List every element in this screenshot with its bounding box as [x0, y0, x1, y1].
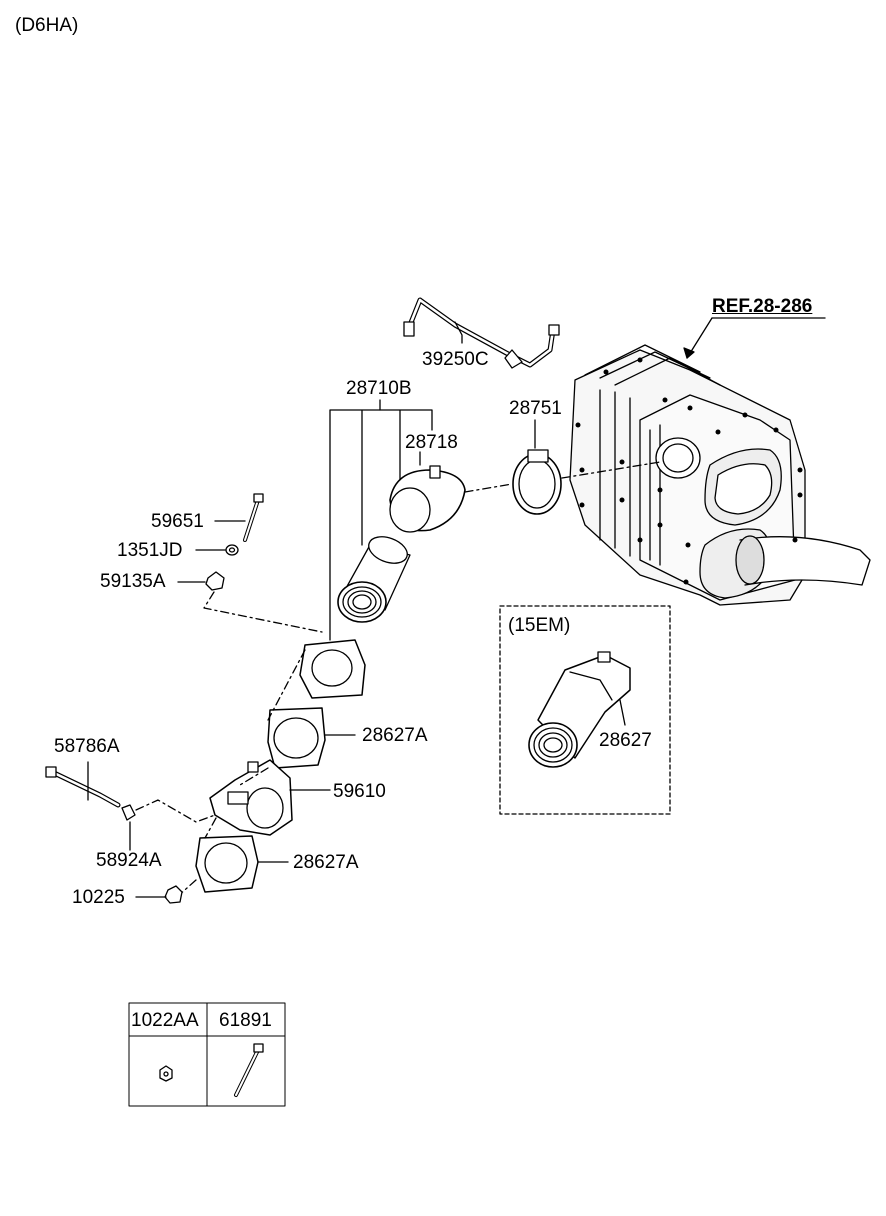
nut-icon [159, 1065, 173, 1082]
fitting-58924a [121, 804, 136, 821]
label-28627a-lower: 28627A [293, 852, 359, 873]
label-28627a-upper: 28627A [362, 725, 428, 746]
flexpipe-28710b [337, 536, 411, 623]
label-28627: 28627 [599, 730, 652, 751]
muffler-assembly [569, 344, 871, 606]
label-58924a: 58924A [96, 850, 162, 871]
elbow-28718 [389, 465, 466, 533]
legend-table [128, 1002, 286, 1107]
label-59651: 59651 [151, 511, 204, 532]
legend-header-61891: 61891 [219, 1010, 272, 1031]
sensor-58786a [45, 766, 121, 808]
label-10225: 10225 [72, 887, 125, 908]
washer-1351jd [225, 544, 239, 556]
valve-59610 [209, 759, 293, 836]
label-39250c: 39250C [422, 349, 489, 370]
bolt-icon [234, 1043, 264, 1097]
label-59610: 59610 [333, 781, 386, 802]
model-code: (D6HA) [15, 15, 79, 36]
inset-box-15em [499, 605, 671, 815]
label-28710b: 28710B [346, 378, 412, 399]
label-59135a: 59135A [100, 571, 166, 592]
gasket-28627a-lower [195, 835, 259, 893]
label-28751: 28751 [509, 398, 562, 419]
nut-10225 [164, 885, 183, 904]
inset-title: (15EM) [508, 615, 571, 636]
gasket-28627a-upper [267, 707, 326, 769]
nut-59135a [205, 571, 225, 591]
gasket-flange-top [299, 639, 366, 699]
ref-link[interactable]: REF.28-286 [712, 296, 813, 317]
clamp-28751 [512, 449, 562, 515]
label-1351jd: 1351JD [117, 540, 183, 561]
label-58786a: 58786A [54, 736, 120, 757]
bolt-59651 [243, 493, 264, 542]
flexpipe-28627 [528, 651, 631, 768]
legend-header-1022aa: 1022AA [131, 1010, 199, 1031]
pipe-39250c [403, 297, 560, 369]
label-28718: 28718 [405, 432, 458, 453]
